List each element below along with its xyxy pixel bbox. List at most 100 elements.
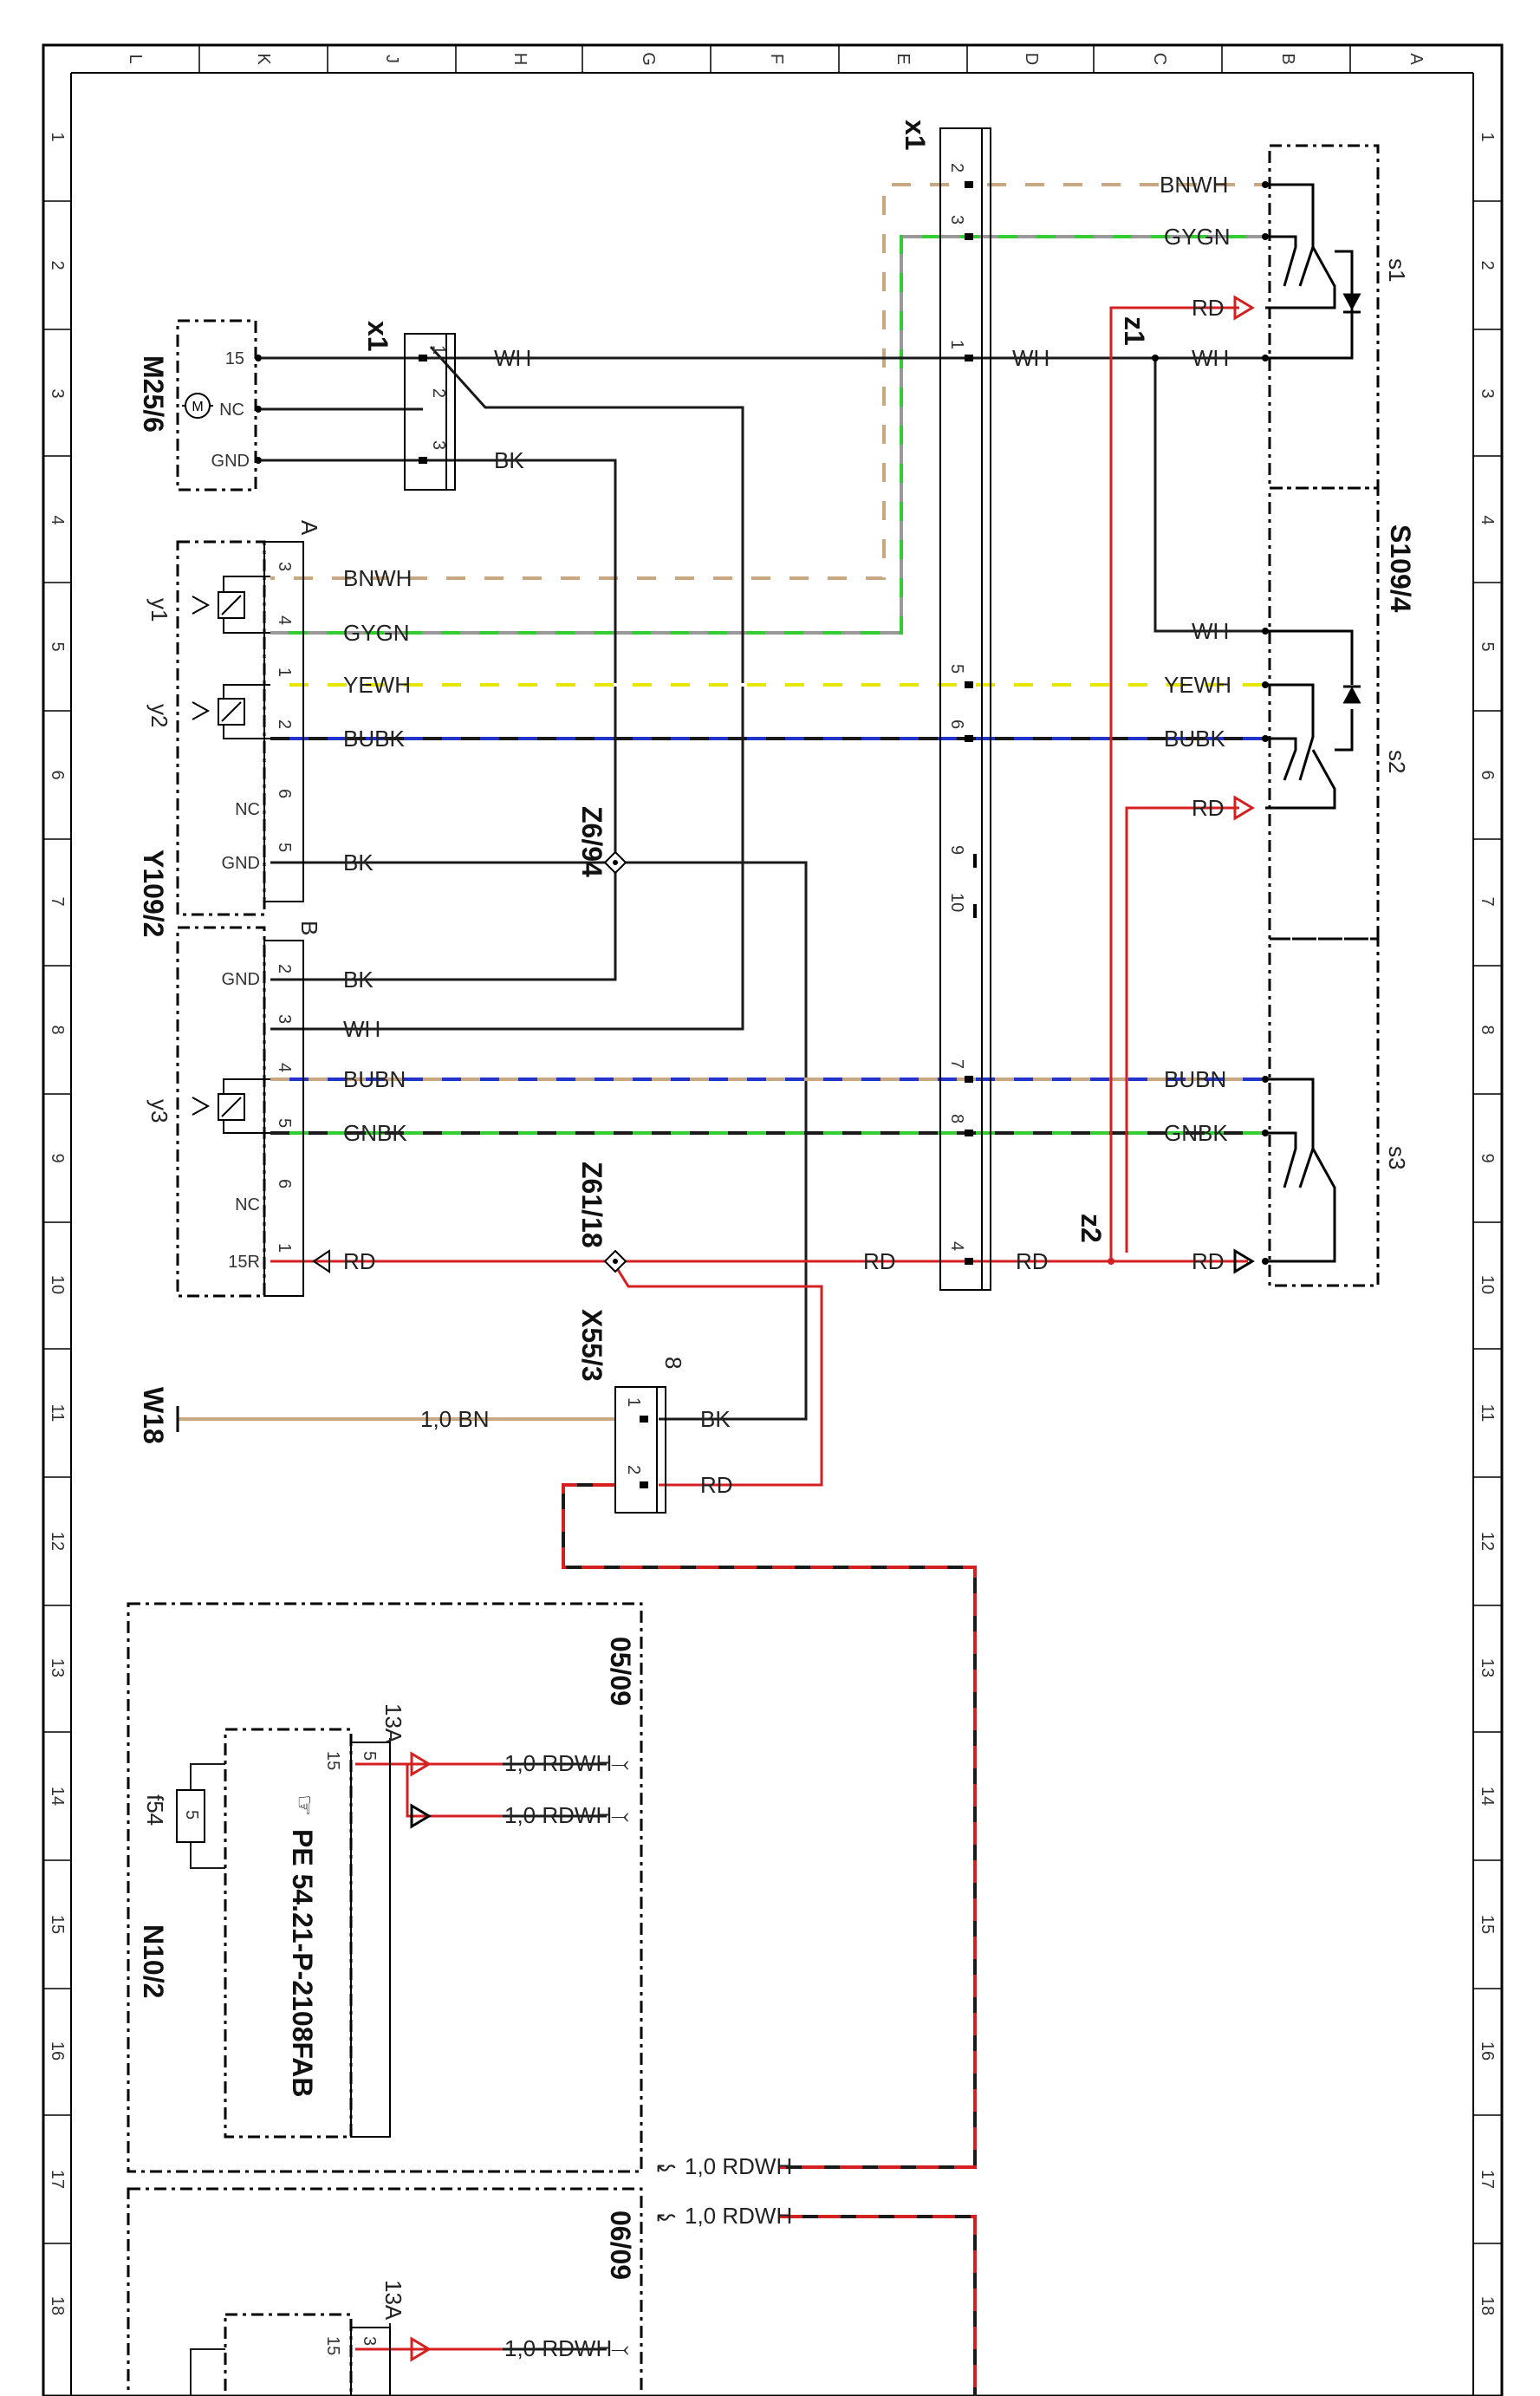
grid-row-label-left: 12: [48, 1532, 67, 1551]
connector-pin: 3: [947, 215, 966, 225]
valve-pin: 1: [275, 667, 294, 677]
fuse-label: f54: [142, 1794, 168, 1826]
grid-row-label-left: 16: [48, 2041, 67, 2061]
grid-row-label-left: 17: [48, 2170, 67, 2189]
module-pin-5: 5: [360, 1751, 379, 1761]
connector-x1-left-label: x1: [362, 321, 393, 352]
wire-label-yewh: YEWH: [1164, 672, 1231, 698]
grid-row-label-right: 1: [1478, 132, 1497, 141]
wire-bk-gnd-a: [270, 861, 808, 1421]
grid-col-label: G: [639, 52, 658, 66]
valve-pin: 5: [275, 843, 294, 852]
grid-row-label-right: 15: [1478, 1915, 1497, 1934]
wires: [178, 183, 1265, 2396]
switch-s2-icon: [1265, 629, 1361, 810]
grid-col-label: D: [1022, 53, 1041, 65]
output-triangle-icon: [410, 2336, 432, 2362]
wire-label: 1,0 RDWH: [504, 1802, 612, 1828]
splice-z61: Z61/18: [576, 1162, 627, 1273]
grid-row-label-left: 5: [48, 641, 67, 651]
arrow-icon: ⤙: [611, 2335, 629, 2361]
arrow-icon: ⤙: [611, 1750, 629, 1776]
wire-label-gygn: GYGN: [1164, 224, 1231, 250]
wire-label-wh: WH: [1012, 345, 1049, 371]
ref-label-17: 1,0 RDWH: [685, 2153, 792, 2179]
output-triangle-icon: [410, 1751, 432, 1777]
wire-label-yewh: YEWH: [343, 672, 411, 698]
grid-row-label-right: 8: [1478, 1025, 1497, 1034]
connector-pin: 5: [947, 664, 966, 674]
switch-s2-label: s2: [1384, 750, 1410, 773]
wire-label-bk: BK: [343, 967, 374, 993]
grid-row-label-right: 17: [1478, 2170, 1497, 2189]
ground-triangle-icon: [312, 1249, 330, 1273]
connector-pin: 1: [624, 1397, 643, 1407]
switch-s1-label: s1: [1384, 258, 1410, 282]
grid-row-label-right: 6: [1478, 770, 1497, 779]
wire-label-bubn: BUBN: [1164, 1066, 1226, 1092]
wire-n10-15: [355, 1764, 979, 1946]
switch-s3-label: s3: [1384, 1146, 1410, 1169]
switch-module-label: S109/4: [1385, 524, 1416, 613]
switch-s2-arrow-icon: [1233, 795, 1255, 821]
wire-rd-z61-x55: [611, 1260, 823, 1487]
motor-icon-glyph: M: [192, 400, 203, 414]
wire-rd-z2-s1: [1109, 306, 1239, 1261]
wire-label-bk: BK: [494, 447, 524, 473]
grid-col-label: K: [254, 53, 273, 65]
grid-row-label-right: 7: [1478, 896, 1497, 906]
grid-col-label: A: [1407, 53, 1426, 65]
connector-pin: 7: [947, 1059, 966, 1069]
splice-z2: z2: [1075, 1214, 1114, 1265]
connector-x1-right-label: x1: [900, 120, 931, 151]
grid-row-label-left: 4: [48, 515, 67, 524]
wire-bk-m25-gnd: [262, 459, 617, 981]
splice-z1-label: z1: [1119, 316, 1150, 346]
fuse-value: 5: [182, 1810, 201, 1820]
grid-col-label: F: [767, 54, 786, 64]
valve-pin-name: NC: [235, 800, 260, 819]
ref-arrow-icon: ↜: [657, 2153, 676, 2179]
grid-row-label-left: 2: [48, 260, 67, 270]
grid-row-label-left: 11: [48, 1404, 67, 1423]
wire-bnwh: [270, 183, 1265, 580]
valve-pin: 3: [275, 562, 294, 571]
wire-label-bn: 1,0 BN: [420, 1406, 490, 1432]
connector-pin: 10: [947, 893, 966, 912]
wire-label-rd: RD: [1016, 1248, 1049, 1274]
module-n10-block2: 06/09 13A 15 3 1,0 RDWH ⤙ 1,0 RDWH ↜: [127, 2187, 792, 2396]
wire-label-rd: RD: [343, 1248, 376, 1274]
motor-pin-gnd: GND: [211, 452, 250, 471]
grid-row-label-right: 4: [1478, 515, 1497, 524]
connector-x55-top: 8: [660, 1357, 686, 1369]
wire-label-rd: RD: [1192, 795, 1225, 821]
output-triangle-icon: [410, 1803, 432, 1829]
connector-pin: 6: [947, 719, 966, 729]
wire-rdwh-trunk: [562, 1483, 977, 2396]
module-ref-1: 05/09: [605, 1637, 636, 1706]
grid-row-label-right: 12: [1478, 1532, 1497, 1551]
module-pin-15: 15: [323, 2336, 342, 2355]
grid-col-label: J: [382, 55, 401, 63]
valve-icon-y3: [192, 1078, 270, 1134]
valve-pin: 6: [275, 1179, 294, 1188]
connector-pin: 2: [947, 163, 966, 173]
valve-y3-label: y3: [146, 1099, 172, 1123]
grid-col-label: H: [510, 53, 530, 65]
switch-s3-arrow-icon: [1233, 1248, 1255, 1274]
connector-pin: 4: [947, 1241, 966, 1251]
switch-s1-icon: [1265, 183, 1361, 360]
splice-z1: z1: [1119, 316, 1159, 361]
wire-label-rd: RD: [1192, 295, 1225, 321]
wire-label-gnbk: GNBK: [1164, 1120, 1228, 1146]
grid-col-label: B: [1278, 53, 1297, 64]
wire-label-bk: BK: [700, 1406, 731, 1432]
grid-row-label-right: 3: [1478, 388, 1497, 398]
switch-s3-icon: [1265, 1078, 1336, 1263]
grid-row-label-right: 16: [1478, 2041, 1497, 2061]
switch-s1-arrow-icon: [1233, 295, 1255, 321]
grid-column-labels: L K J H G F E D C B A: [126, 52, 1426, 66]
module-n10-block1: 05/09 N10/2 13A 15 5 f54 5 ☞ PE 54.21-P-…: [127, 1602, 792, 2179]
connector-x55-label: X55/3: [576, 1309, 608, 1382]
module-ref-2: 06/09: [605, 2210, 636, 2280]
